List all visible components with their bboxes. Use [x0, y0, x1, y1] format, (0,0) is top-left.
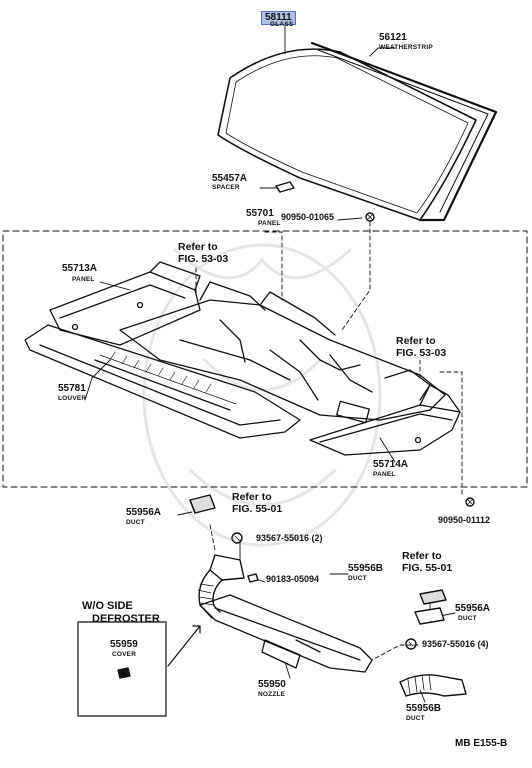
wo-side-box — [77, 621, 167, 717]
duct-top-part — [197, 554, 245, 619]
wo-side-defroster-title: W/O SIDE DEFROSTER — [82, 600, 160, 625]
label-58111: 58111 — [261, 11, 296, 25]
cover-part — [117, 667, 131, 679]
label-glass: GLASS — [270, 21, 294, 28]
louver-part — [24, 324, 301, 439]
label-55457a: 55457A — [212, 173, 248, 184]
figure-code: MB E155-B — [455, 738, 508, 749]
assembly-frame — [2, 230, 528, 488]
label-90950-01112: 90950-01112 — [438, 515, 491, 525]
label-55781: 55781 — [58, 383, 86, 394]
watermark-emblem — [142, 243, 382, 547]
duct-bottom-part — [399, 674, 467, 697]
label-55956b-bottom: 55956B — [406, 703, 442, 714]
duct-right-part — [414, 589, 447, 625]
right-panel-part — [309, 384, 461, 456]
label-55701: 55701 — [246, 208, 274, 219]
label-panel-55701: PANEL — [258, 220, 281, 227]
label-90950-01065: 90950-01065 — [281, 212, 335, 222]
label-55956a-left: 55956A — [126, 507, 162, 518]
label-duct-55956b-bottom: DUCT — [406, 715, 425, 722]
windshield-glass — [217, 48, 477, 221]
cowl-panel-part — [119, 281, 446, 424]
weatherstrip-seal — [310, 41, 498, 222]
label-55950: 55950 — [258, 679, 286, 690]
label-cover: COVER — [112, 651, 137, 658]
label-duct-55956b-top: DUCT — [348, 575, 367, 582]
ref-fig-53-03-left: Refer to FIG. 53-03 — [178, 241, 229, 265]
label-56121: 56121 — [379, 32, 407, 43]
duct-left-part — [189, 494, 216, 514]
pointer-arrow — [167, 625, 201, 667]
label-93567-55016-4: 93567-55016 (4) — [422, 639, 489, 649]
label-55956a-right: 55956A — [455, 603, 491, 614]
label-spacer: SPACER — [212, 184, 240, 191]
label-55714a: 55714A — [373, 459, 409, 470]
nozzle-part — [199, 594, 373, 673]
label-nozzle: NOZZLE — [258, 691, 286, 698]
screw-bottom-part — [405, 638, 417, 650]
label-weatherstrip: WEATHERSTRIP — [379, 44, 433, 51]
screw-top-part — [231, 532, 243, 544]
ref-fig-55-01-left: Refer to FIG. 55-01 — [232, 491, 283, 515]
label-90183-05094: 90183-05094 — [266, 574, 320, 584]
label-93567-55016-2: 93567-55016 (2) — [256, 533, 323, 543]
bolt-part — [247, 573, 259, 583]
label-louver: LOUVER — [58, 395, 87, 402]
ref-fig-53-03-right: Refer to FIG. 53-03 — [396, 335, 447, 359]
label-panel-55714a: PANEL — [373, 471, 396, 478]
label-55959: 55959 — [110, 639, 138, 650]
left-panel-part — [49, 261, 201, 346]
label-duct-55956a-left: DUCT — [126, 519, 145, 526]
label-55956b-top: 55956B — [348, 563, 384, 574]
label-55713a: 55713A — [62, 263, 98, 274]
label-panel-55713a: PANEL — [72, 276, 95, 283]
ref-fig-55-01-right: Refer to FIG. 55-01 — [402, 550, 453, 574]
label-duct-55956a-right: DUCT — [458, 615, 477, 622]
